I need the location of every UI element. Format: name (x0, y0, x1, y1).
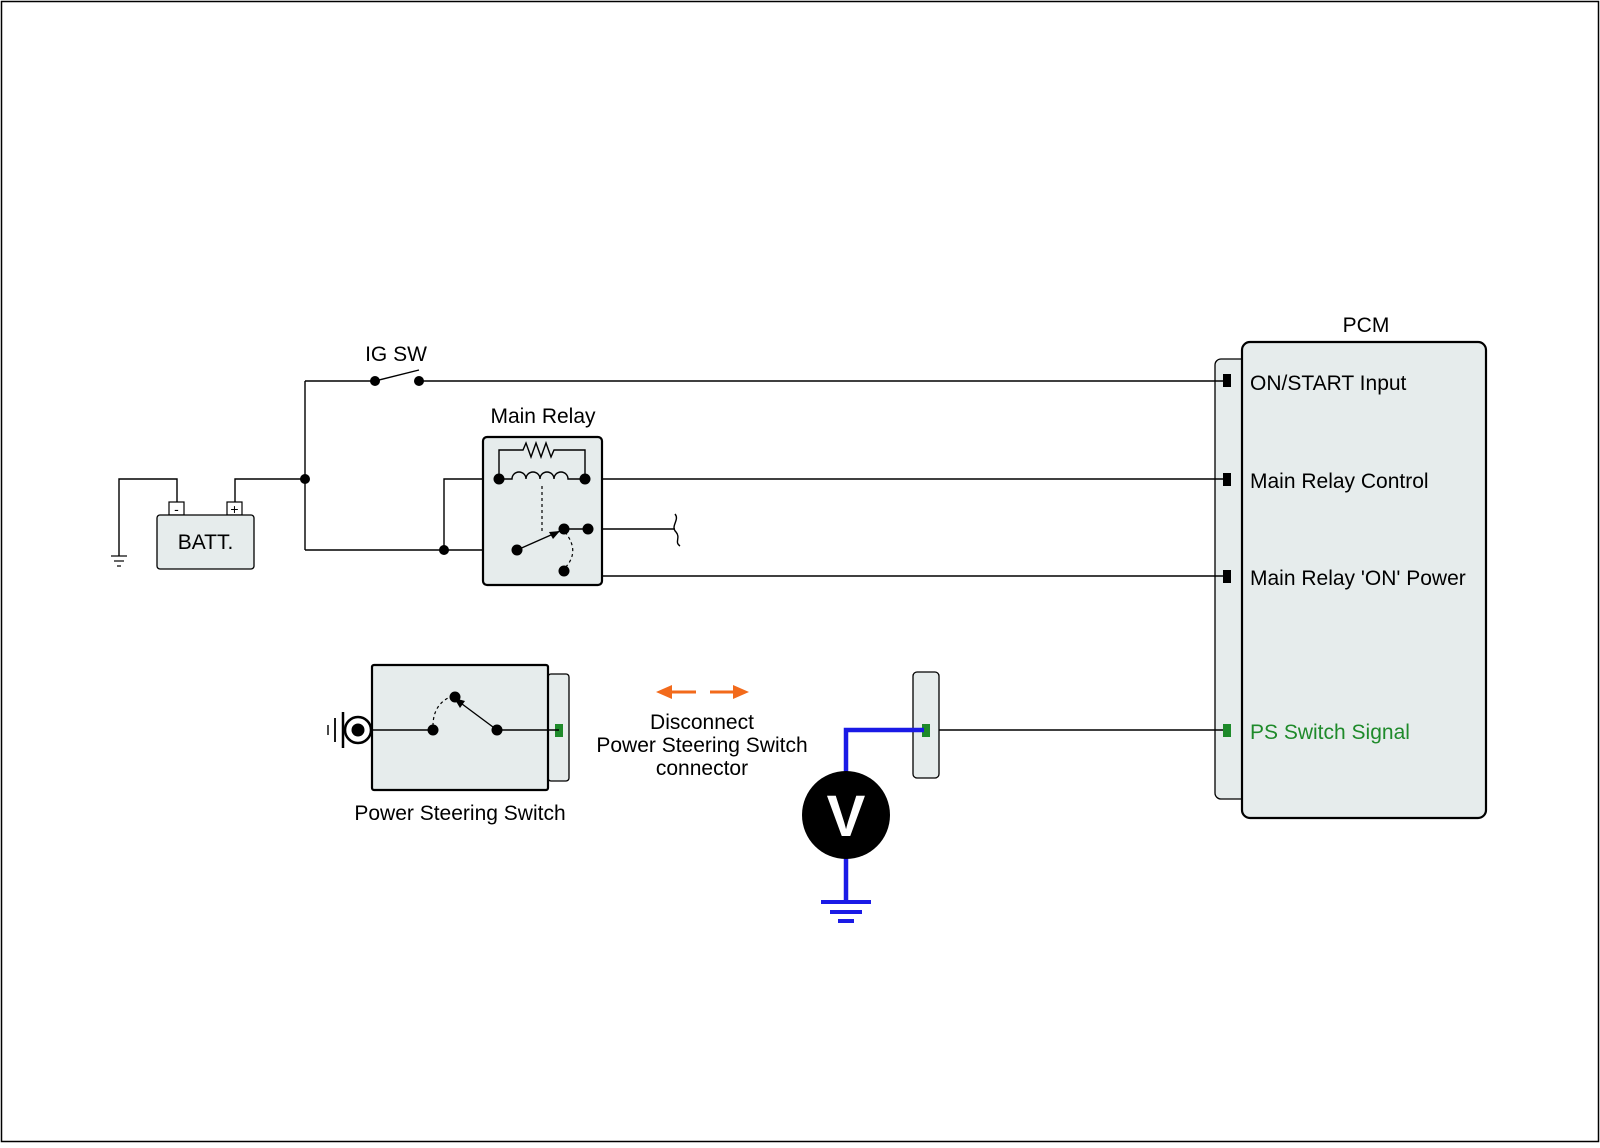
relay-contact (493, 473, 505, 485)
battery-ground-wire (118, 478, 178, 556)
ig-sw-contact (370, 376, 380, 386)
battery-ground-icon (111, 555, 127, 567)
battery-positive-wire (234, 478, 305, 506)
body-ground-icon (327, 712, 373, 748)
battery: - + BATT. (156, 501, 255, 570)
disconnect-instruction-line1: Disconnect (650, 711, 754, 734)
voltmeter-ground-icon (821, 900, 871, 923)
pcm-pin-main-relay-control: Main Relay Control (1250, 470, 1429, 493)
pcm-pin-terminal (1223, 473, 1231, 486)
relay-contact (511, 544, 523, 556)
relay-contact (579, 473, 591, 485)
ps-switch-label: Power Steering Switch (354, 802, 565, 825)
voltmeter-body (802, 771, 890, 859)
ig-sw-label: IG SW (365, 343, 427, 366)
relay-contact (558, 523, 570, 535)
harness-connector (912, 671, 940, 779)
wires (118, 380, 1223, 731)
junction-dot (300, 474, 310, 484)
disconnect-instruction-line3: connector (656, 757, 748, 780)
power-steering-switch: Power Steering Switch (354, 663, 570, 825)
pcm-body (1240, 340, 1488, 820)
pcm-title: PCM (1343, 314, 1390, 337)
relay-contact (582, 523, 594, 535)
pcm-module: PCM ON/START Input Main Relay Control Ma… (1214, 314, 1488, 820)
pcm-pin-ps-switch-signal: PS Switch Signal (1250, 721, 1410, 744)
relay-arrow-icon (549, 531, 560, 539)
pcm-pin-terminal-signal (1223, 724, 1231, 737)
voltmeter-label: V (827, 784, 866, 849)
voltmeter: V (802, 727, 924, 923)
battery-positive-sign: + (230, 501, 238, 517)
wire-break-symbol (673, 513, 681, 547)
relay-contact (558, 565, 570, 577)
battery-body (156, 514, 255, 570)
ps-switch-contact (427, 724, 439, 736)
pcm-pin-main-relay-on-power: Main Relay 'ON' Power (1250, 567, 1466, 590)
pcm-pin-terminal (1223, 570, 1231, 583)
disconnect-arrows-icon (656, 685, 749, 699)
harness-connector-pin (922, 724, 930, 737)
battery-negative-sign: - (174, 501, 179, 517)
relay-resistor-icon (498, 440, 586, 479)
pcm-pin-on-start-input: ON/START Input (1250, 372, 1407, 395)
relay-coil-feed-wire (443, 478, 499, 550)
ig-sw-contact (414, 376, 424, 386)
main-relay: Main Relay (481, 405, 604, 587)
ps-switch-contact (491, 724, 503, 736)
ps-switch-contact (449, 691, 461, 703)
main-relay-label: Main Relay (490, 405, 596, 428)
ps-switch-body (370, 663, 550, 792)
ignition-switch: IG SW (365, 343, 427, 386)
junction-dot (439, 545, 449, 555)
battery-label: BATT. (178, 531, 234, 554)
voltmeter-positive-lead (843, 727, 924, 773)
pcm-pin-terminal (1223, 374, 1231, 387)
relay-coil-icon (499, 471, 585, 480)
ps-switch-travel-icon (432, 696, 451, 727)
disconnect-instruction-line2: Power Steering Switch (596, 734, 807, 757)
